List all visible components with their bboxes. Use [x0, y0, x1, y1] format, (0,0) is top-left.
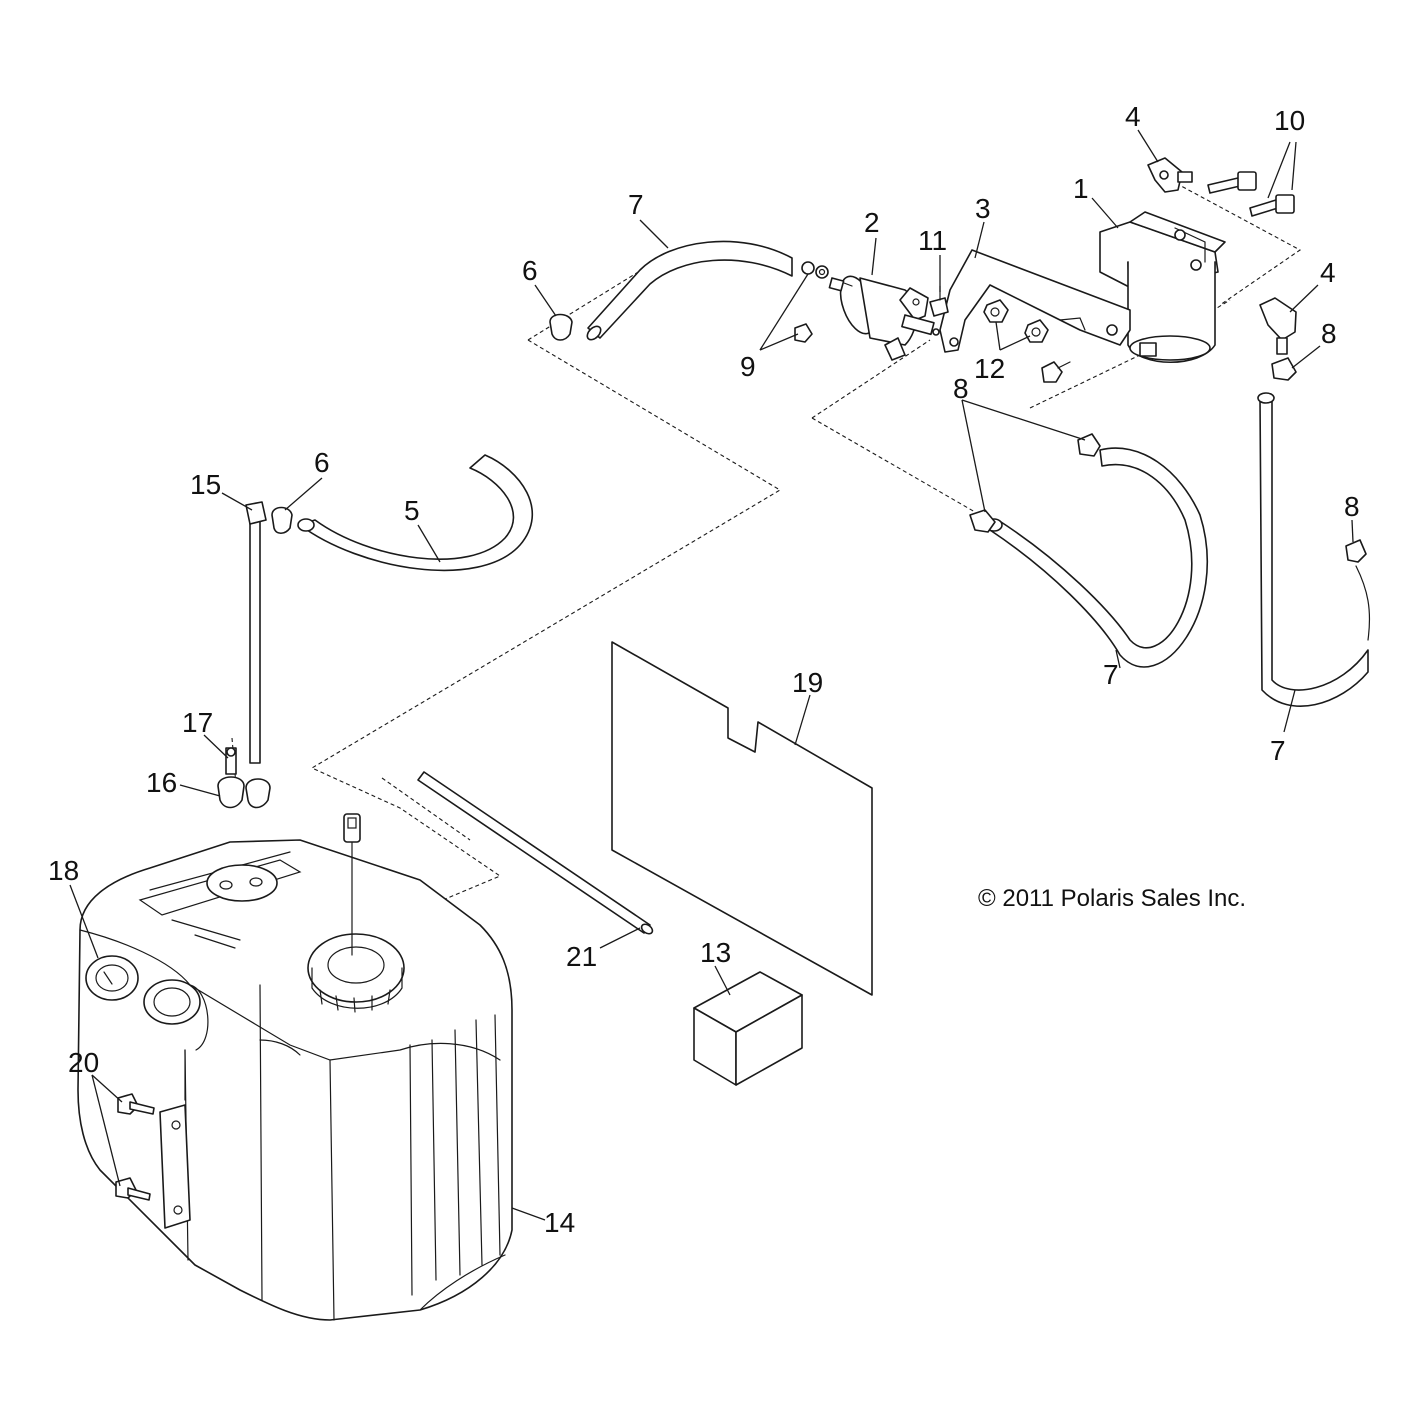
callout-9: 9	[740, 351, 756, 382]
callout-8-right: 8	[1344, 491, 1360, 522]
foam-block	[693, 971, 803, 1086]
callout-6-top: 6	[522, 255, 538, 286]
callout-18: 18	[48, 855, 79, 886]
vent-valve-grommets	[217, 747, 271, 809]
hose-fittings	[794, 261, 829, 343]
tube-rod	[417, 771, 654, 935]
callout-13: 13	[700, 937, 731, 968]
callout-15: 15	[190, 469, 221, 500]
heat-shield-panel	[611, 641, 873, 996]
callout-12: 12	[974, 353, 1005, 384]
vent-tube-assembly	[245, 501, 293, 764]
callout-14: 14	[544, 1207, 575, 1238]
callout-4-right: 4	[1320, 257, 1336, 288]
callout-2: 2	[864, 207, 880, 238]
callout-3: 3	[975, 193, 991, 224]
callout-1: 1	[1073, 173, 1089, 204]
hose-clamp-top	[549, 313, 573, 341]
fuel-pump	[828, 275, 940, 361]
tank-mount-bolts	[115, 1093, 155, 1201]
elbow-fitting-top	[1147, 157, 1193, 193]
callout-6-vent: 6	[314, 447, 330, 478]
callout-5: 5	[404, 495, 420, 526]
mount-bracket	[939, 249, 1131, 353]
hose-top	[586, 240, 793, 341]
callout-20: 20	[68, 1047, 99, 1078]
fuel-tank	[77, 813, 513, 1321]
callout-11: 11	[918, 225, 947, 256]
callout-16: 16	[146, 767, 177, 798]
callout-7-right: 7	[1270, 735, 1286, 766]
callout-21: 21	[566, 941, 597, 972]
copyright-notice: © 2011 Polaris Sales Inc.	[978, 885, 1246, 912]
vent-hose-loop	[297, 454, 533, 572]
callout-7-top: 7	[628, 189, 644, 220]
leader-lines	[69, 129, 1354, 1221]
callout-labels: 1 2 3 4 4 5 6 6 7 7 7 8 8 8 9 10 11 12 1…	[48, 101, 1360, 1238]
callout-8-top-right: 8	[1321, 318, 1337, 349]
elbow-fitting-right	[1259, 297, 1297, 355]
nuts-and-bolts	[929, 285, 1071, 383]
callout-10: 10	[1274, 105, 1305, 136]
fuel-filter	[1099, 211, 1226, 363]
callout-7-middle: 7	[1103, 659, 1119, 690]
callout-8-middle: 8	[953, 373, 969, 404]
callout-19: 19	[792, 667, 823, 698]
bolt-pair	[1207, 171, 1295, 217]
callout-4-top: 4	[1125, 101, 1141, 132]
hose-middle	[969, 433, 1209, 668]
hose-right	[1257, 357, 1371, 707]
callout-17: 17	[182, 707, 213, 738]
